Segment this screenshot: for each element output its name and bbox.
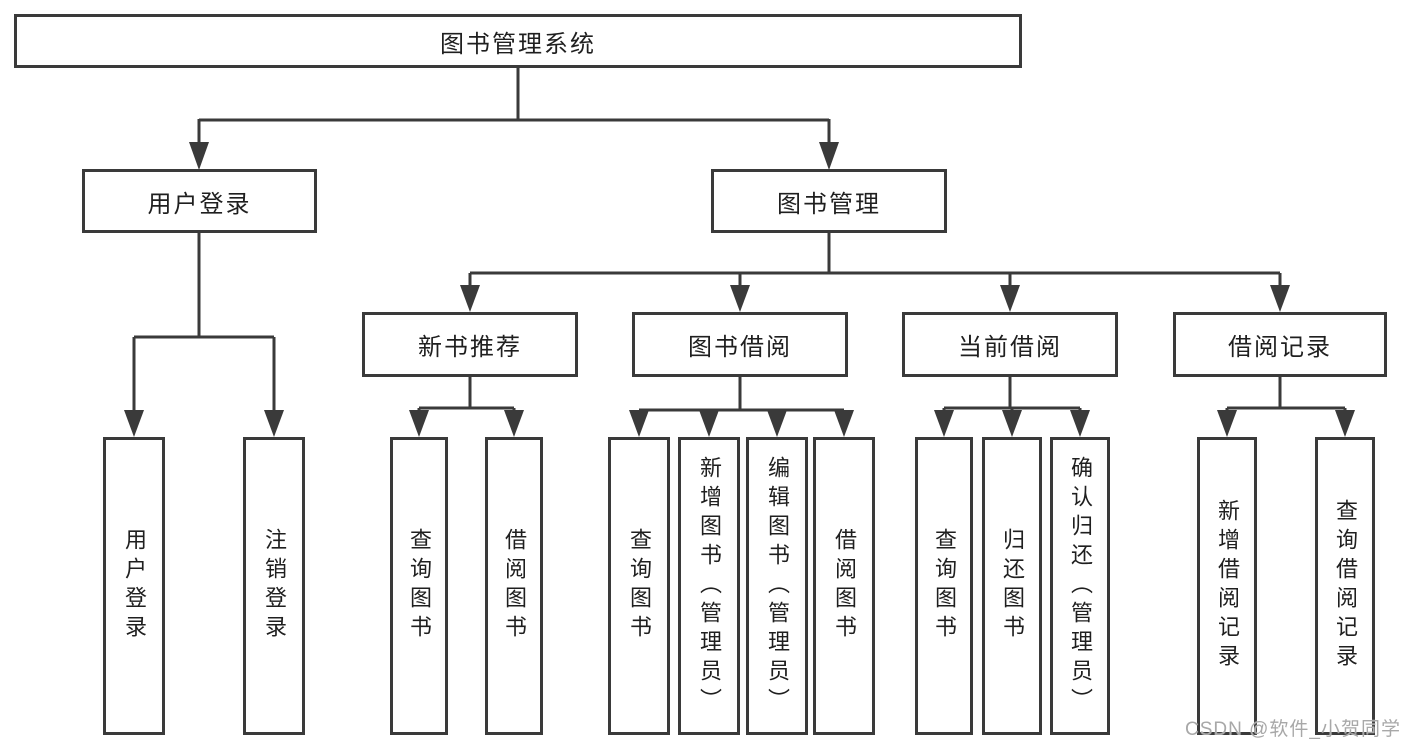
csdn-watermark: CSDN @软件_小贺同学 [1185, 719, 1401, 740]
leaf-label: 查询图书 [407, 528, 432, 644]
leaf-borrow-books-recommend: 借阅图书 [485, 437, 543, 735]
leaf-label: 归还图书 [1000, 528, 1025, 644]
leaf-label: 用户登录 [122, 528, 147, 644]
leaf-label: 查询图书 [932, 528, 957, 644]
arrowheads [124, 142, 1355, 437]
leaf-query-books-recommend: 查询图书 [390, 437, 448, 735]
node-book-borrowing: 图书借阅 [632, 312, 848, 377]
node-library-management-system: 图书管理系统 [14, 14, 1022, 68]
leaf-label: 注销登录 [262, 528, 287, 644]
node-new-book-recommendation: 新书推荐 [362, 312, 578, 377]
leaf-label: 编辑图书（管理员） [765, 455, 790, 717]
leaf-label: 查询借阅记录 [1333, 499, 1358, 673]
leaf-query-books-current: 查询图书 [915, 437, 973, 735]
leaf-query-books-borrowing: 查询图书 [608, 437, 670, 735]
connector-paths [132, 68, 1347, 413]
leaf-label: 借阅图书 [502, 528, 527, 644]
leaf-return-books: 归还图书 [982, 437, 1042, 735]
leaf-confirm-return-admin: 确认归还（管理员） [1050, 437, 1110, 735]
leaf-label: 查询图书 [627, 528, 652, 644]
leaf-label: 确认归还（管理员） [1068, 455, 1093, 717]
node-current-borrowing: 当前借阅 [902, 312, 1118, 377]
node-borrowing-records: 借阅记录 [1173, 312, 1387, 377]
leaf-label: 新增借阅记录 [1215, 499, 1240, 673]
leaf-logout: 注销登录 [243, 437, 305, 735]
leaf-user-login: 用户登录 [103, 437, 165, 735]
node-book-management: 图书管理 [711, 169, 947, 233]
leaf-label: 新增图书（管理员） [697, 455, 722, 717]
leaf-edit-book-admin: 编辑图书（管理员） [746, 437, 808, 735]
node-user-login-branch: 用户登录 [82, 169, 317, 233]
leaf-query-borrow-record: 查询借阅记录 [1315, 437, 1375, 735]
leaf-borrow-books-borrowing: 借阅图书 [813, 437, 875, 735]
leaf-label: 借阅图书 [832, 528, 857, 644]
leaf-add-book-admin: 新增图书（管理员） [678, 437, 740, 735]
leaf-add-borrow-record: 新增借阅记录 [1197, 437, 1257, 735]
